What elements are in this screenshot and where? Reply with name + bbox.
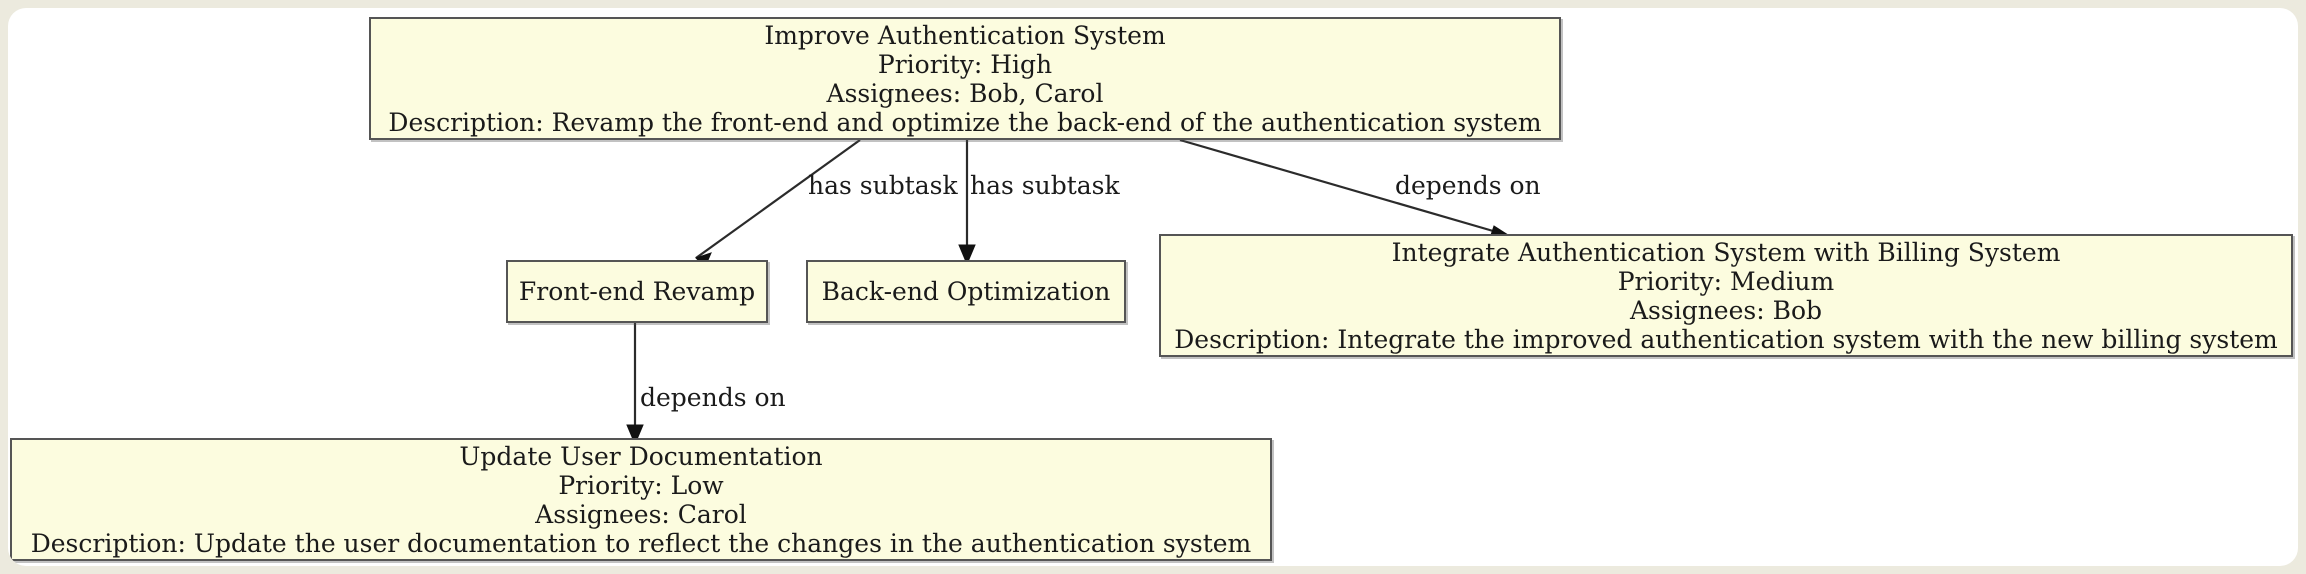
node-title: Improve Authentication System	[764, 20, 1166, 50]
node-priority: Priority: Low	[558, 470, 724, 500]
node-improve-authentication-system[interactable]: Improve Authentication System Priority: …	[369, 17, 1561, 140]
diagram-graph: Improve Authentication System Priority: …	[8, 8, 2298, 566]
node-title: Back-end Optimization	[821, 277, 1111, 306]
edge-label-has-subtask-backend: has subtask	[970, 171, 1120, 200]
node-update-user-documentation[interactable]: Update User Documentation Priority: Low …	[10, 438, 1272, 561]
node-integrate-authentication-system-with-billing-system[interactable]: Integrate Authentication System with Bil…	[1159, 234, 2293, 357]
node-front-end-revamp[interactable]: Front-end Revamp	[506, 260, 768, 323]
node-title: Integrate Authentication System with Bil…	[1391, 237, 2061, 267]
node-description: Description: Revamp the front-end and op…	[388, 107, 1542, 137]
node-priority: Priority: High	[877, 49, 1053, 79]
diagram-canvas: Improve Authentication System Priority: …	[8, 8, 2298, 566]
node-description: Description: Update the user documentati…	[30, 528, 1252, 558]
node-priority: Priority: Medium	[1617, 266, 1835, 296]
edge-label-depends-on-docs: depends on	[640, 383, 786, 412]
node-assignees: Assignees: Carol	[535, 499, 747, 529]
edge-label-depends-on-integrate: depends on	[1395, 171, 1541, 200]
node-title: Front-end Revamp	[518, 277, 756, 306]
edge-improve-to-backend	[958, 140, 976, 266]
edge-label-has-subtask-frontend: has subtask	[808, 171, 958, 200]
node-description: Description: Integrate the improved auth…	[1174, 324, 2278, 354]
edge-improve-to-frontend	[695, 139, 861, 268]
node-title: Update User Documentation	[459, 441, 823, 471]
node-assignees: Assignees: Bob	[1629, 295, 1823, 325]
node-back-end-optimization[interactable]: Back-end Optimization	[806, 260, 1126, 323]
node-assignees: Assignees: Bob, Carol	[826, 78, 1104, 108]
